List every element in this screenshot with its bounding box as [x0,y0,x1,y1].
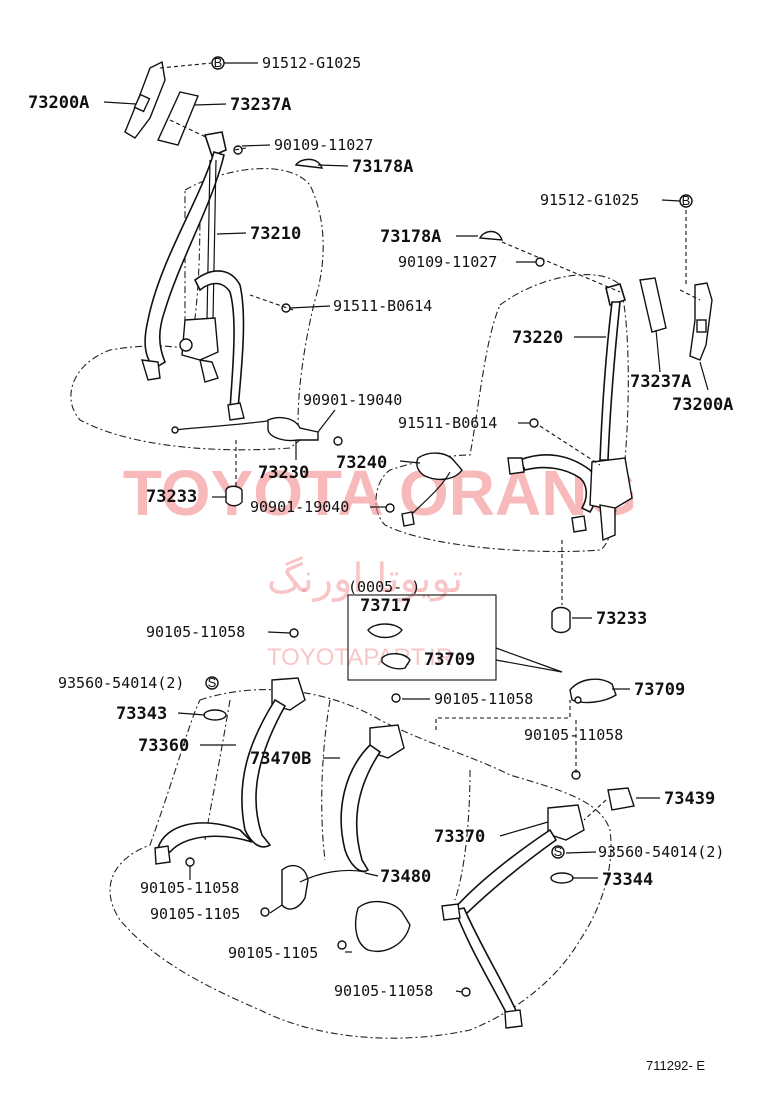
label-91512-g1025-right: 91512-G1025 [540,191,639,209]
buckle-73480-right [354,901,411,952]
inset-part-73717 [367,623,403,639]
screw-symbol-left: S [208,675,217,690]
cover-73237a-left [157,91,199,146]
label-73470b: 73470B [250,749,311,769]
belt-73470b [340,743,382,872]
label-73717: 73717 [360,596,411,616]
label-73480: 73480 [380,867,431,887]
label-73237a-right: 73237A [630,372,691,392]
label-93560-54014-right: 93560-54014(2) [598,843,724,861]
label-range-0005: (0005- ) [348,578,420,596]
label-90105-11058-b: 90105-11058 [434,690,533,708]
retractor-73220 [589,457,633,511]
bolt-symbol-top: B [214,55,223,70]
label-73178a-right: 73178A [380,227,441,247]
label-91511-b0614-right: 91511-B0614 [398,414,497,432]
cap-73178a-left [294,158,324,169]
leader-lines [103,62,709,993]
upper-belt-anchor [203,131,227,158]
label-73200a-right: 73200A [672,395,733,415]
watermark-url: TOYOTAPART.IR [267,644,453,671]
label-73220: 73220 [512,328,563,348]
guide-lines [159,62,701,821]
label-73370: 73370 [434,827,485,847]
part-labels: 91512-G1025 73200A 73237A 90109-11027 73… [28,54,733,1073]
inset-part-73709 [381,653,411,670]
belt-73220 [599,301,621,461]
cover-73233-right [551,606,571,634]
watermark: TOYOTA ORANG تویوتا اورنگ TOYOTAPART.IR [123,457,637,671]
label-73233-left: 73233 [146,487,197,507]
watermark-brand: TOYOTA ORANG [123,457,637,529]
cap-73178a-right [478,230,504,241]
label-73343: 73343 [116,704,167,724]
retractor-73360 [271,677,306,711]
label-73344: 73344 [602,870,653,890]
bolt-symbol-right: B [682,193,691,208]
part-73344 [550,872,574,884]
label-73178a-left: 73178A [352,157,413,177]
label-73709-right: 73709 [634,680,685,700]
cover-73233-left [225,485,243,507]
belt-73360 [241,698,287,848]
label-91511-b0614-left: 91511-B0614 [333,297,432,315]
label-90109-11027-top: 90109-11027 [274,136,373,154]
label-90109-11027-right: 90109-11027 [398,253,497,271]
buckle-73480-left [281,864,309,910]
label-73237a-left: 73237A [230,95,291,115]
front-right-belt-assembly [401,277,713,634]
part-73439 [607,787,635,811]
front-left-belt-assembly [124,60,319,507]
label-73230: 73230 [258,463,309,483]
label-90105-11058-a: 90105-11058 [146,623,245,641]
label-73709-inset: 73709 [424,650,475,670]
screw-symbol-right: S [554,844,563,859]
watermark-persian: تویوتا اورنگ [267,556,463,602]
label-91512-g1025-top: 91512-G1025 [262,54,361,72]
inset-box [347,594,563,681]
part-73343 [203,709,227,721]
belt-73210 [144,151,225,369]
label-73210: 73210 [250,224,301,244]
label-90901-19040-top: 90901-19040 [303,391,402,409]
buckle-73230 [267,416,319,442]
label-90105-1105-e: 90105-1105 [150,905,240,923]
label-73233-right: 73233 [596,609,647,629]
label-90105-1105-f: 90105-1105 [228,944,318,962]
label-90105-11058-c: 90105-11058 [524,726,623,744]
rear-bolts [185,628,582,997]
label-73240: 73240 [336,453,387,473]
diagram-reference-code: 711292- E [646,1058,705,1073]
label-90105-11058-d: 90105-11058 [140,879,239,897]
label-90105-11058-g: 90105-11058 [334,982,433,1000]
label-73360: 73360 [138,736,189,756]
cover-73237a-right [639,277,667,333]
label-93560-54014-left: 93560-54014(2) [58,674,184,692]
label-73200a-left: 73200A [28,93,89,113]
rear-belt-assembly [154,628,635,1029]
buckle-73240 [416,452,463,481]
retractor-73370 [547,804,585,841]
label-90901-19040-mid: 90901-19040 [250,498,349,516]
label-73439: 73439 [664,789,715,809]
